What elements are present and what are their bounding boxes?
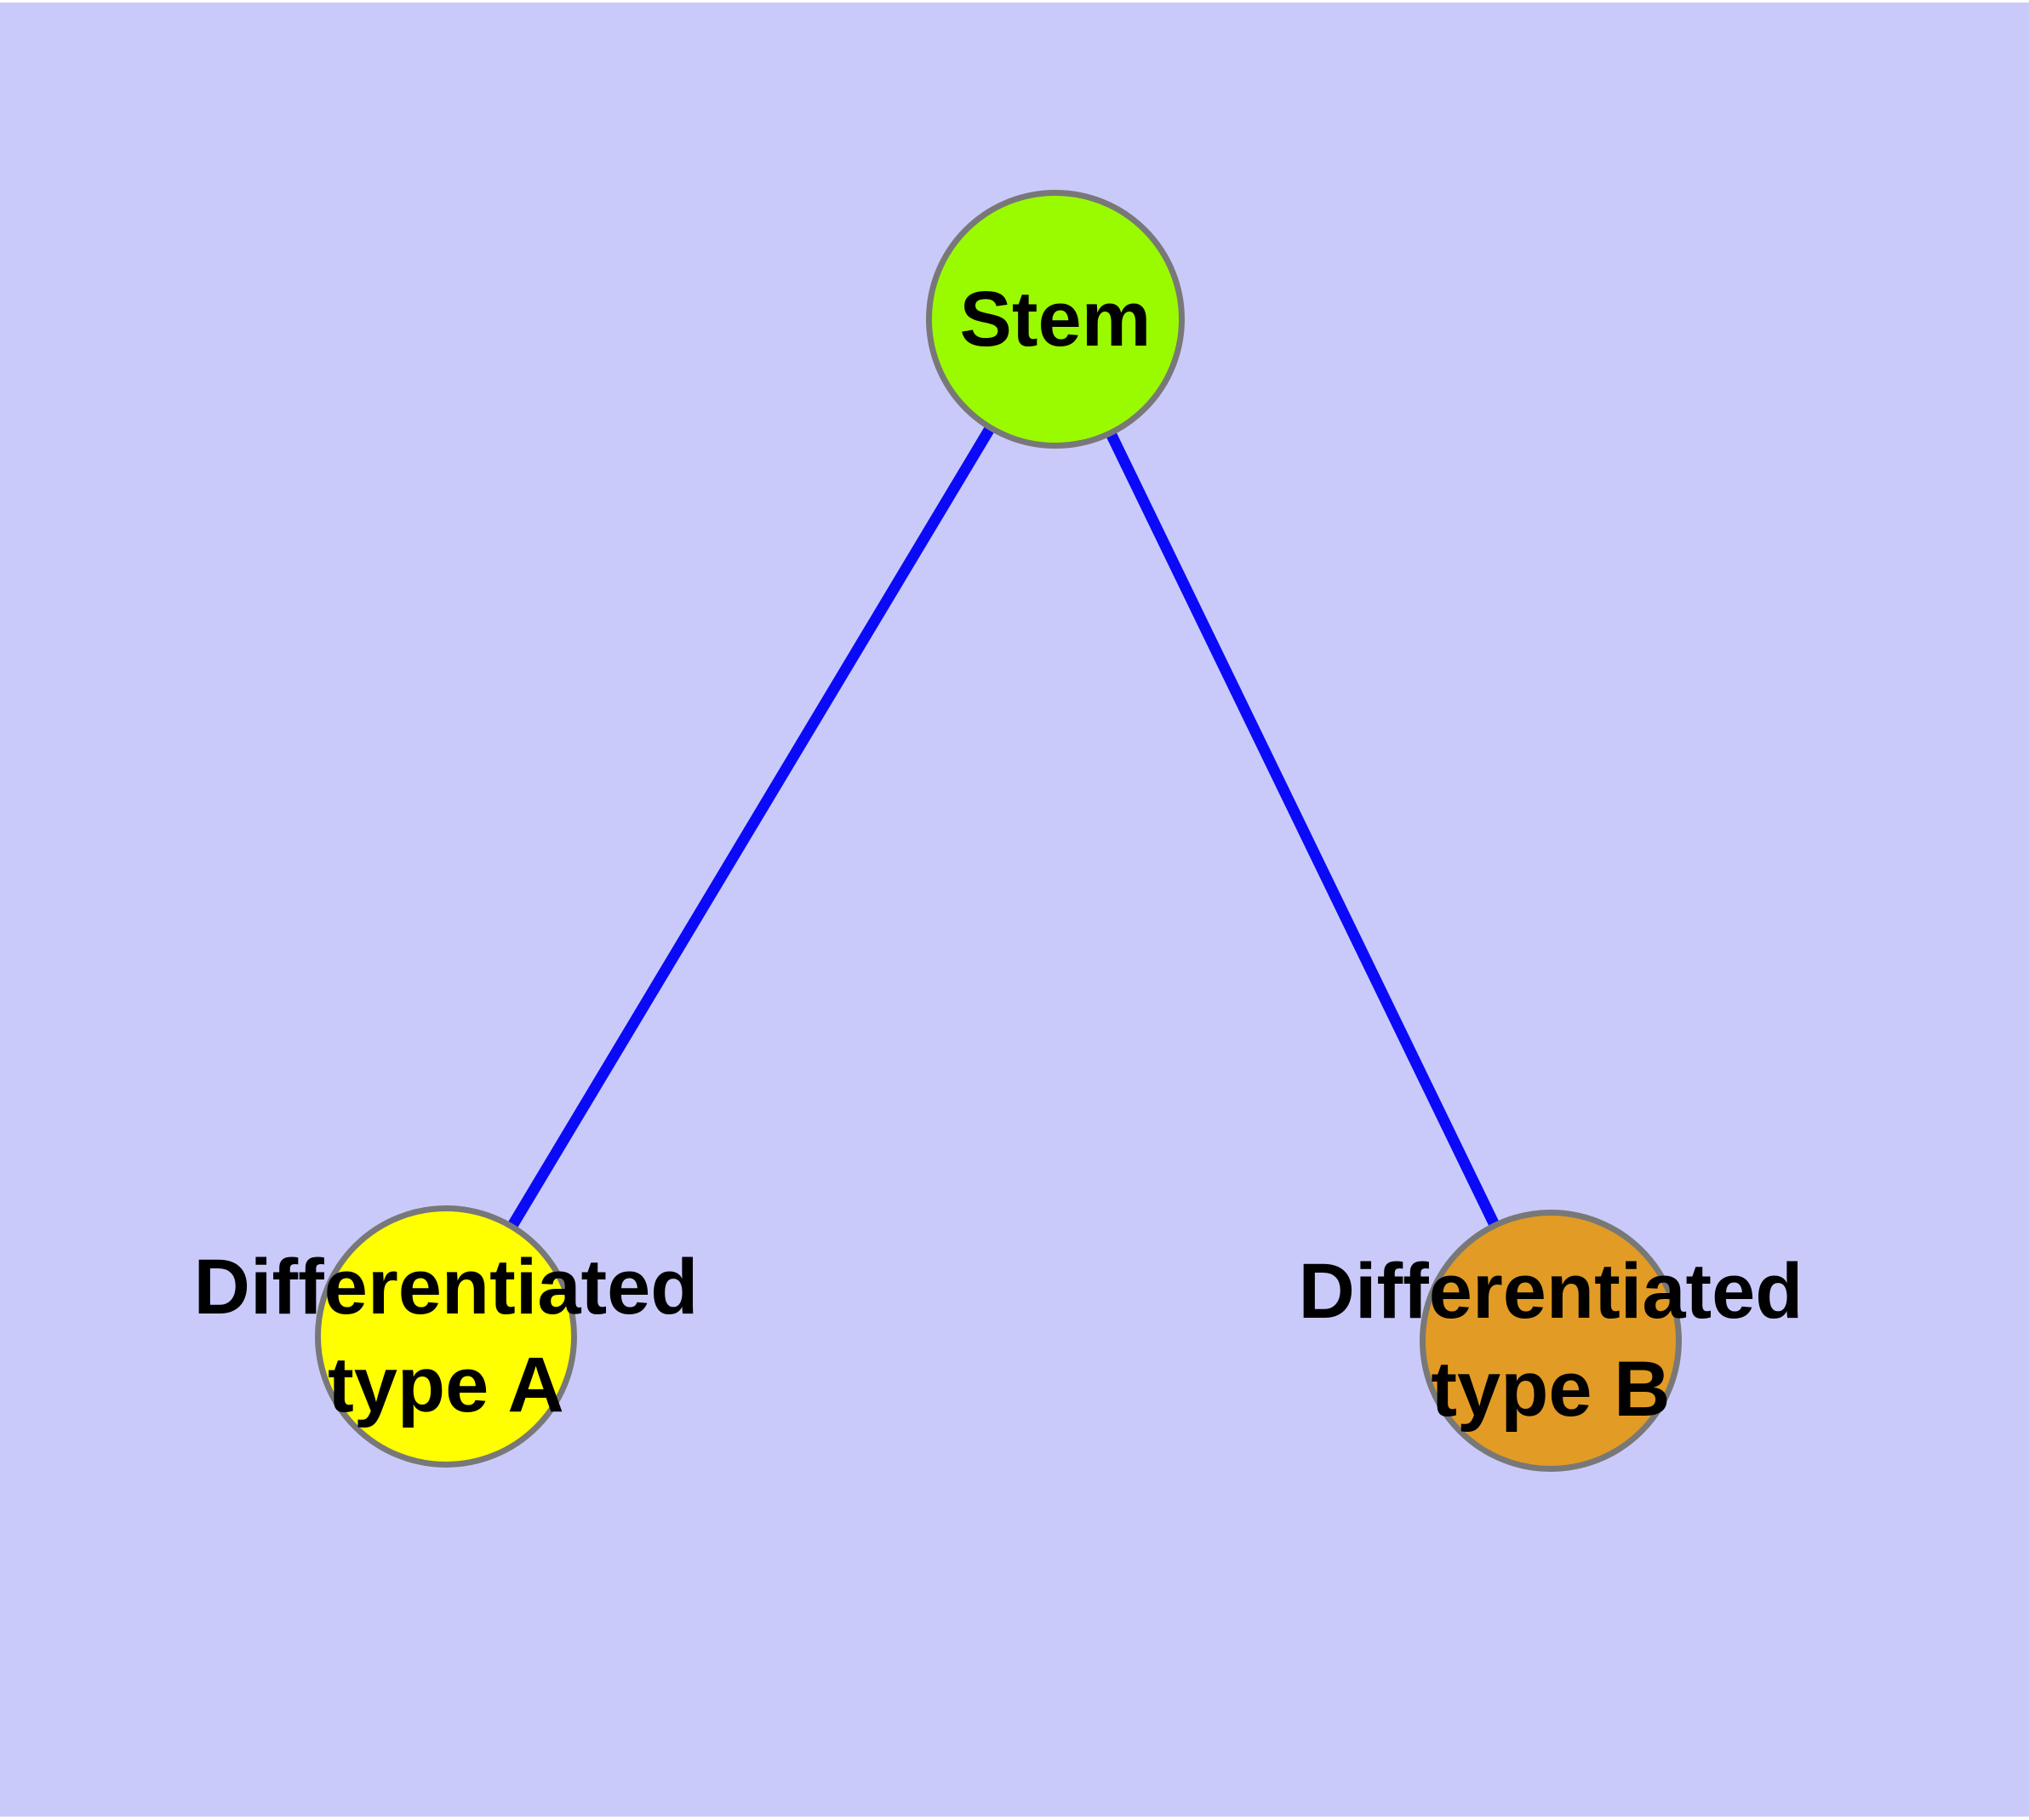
node-type-b-label-line-1: Differentiated — [1298, 1248, 1803, 1335]
node-type-b-label: Differentiated type B — [1299, 1243, 1803, 1439]
node-differentiated-type-b: Differentiated type B — [1299, 1210, 1803, 1472]
node-stem-label-line: Stem — [959, 275, 1152, 363]
node-type-b-label-line-2: type B — [1431, 1346, 1671, 1433]
node-type-a-label-line-1: Differentiated — [193, 1244, 699, 1331]
node-stem: Stem — [926, 190, 1185, 449]
node-type-a-label: Differentiated type A — [194, 1239, 699, 1434]
edge-stem-to-type-a — [441, 316, 1060, 1340]
edge-stem-to-type-b — [1050, 317, 1556, 1343]
node-type-a-label-line-2: type A — [328, 1342, 564, 1428]
node-stem-label: Stem — [960, 271, 1152, 369]
node-differentiated-type-a: Differentiated type A — [194, 1205, 698, 1468]
